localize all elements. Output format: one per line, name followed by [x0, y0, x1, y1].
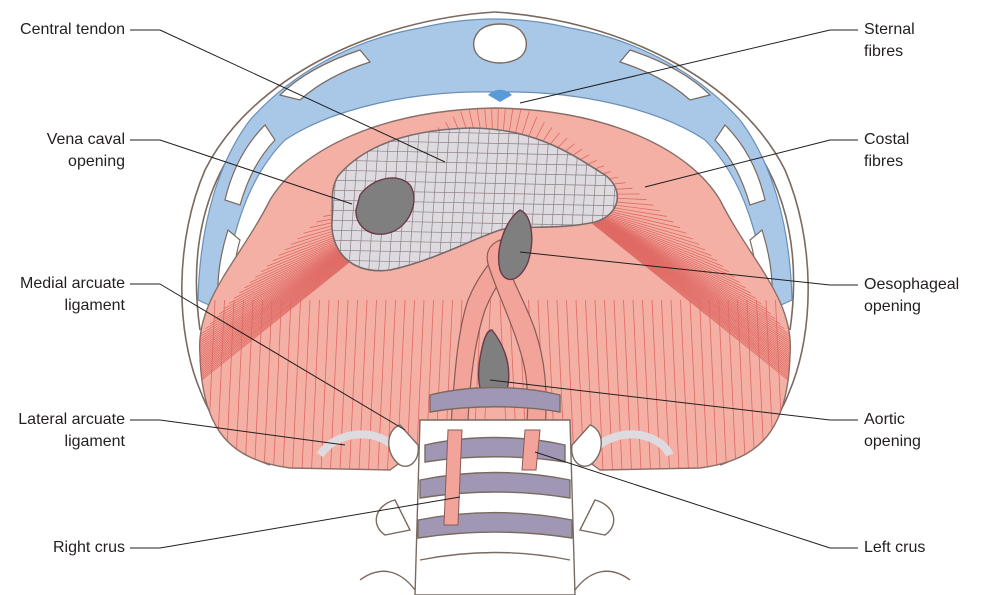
label-costal-fibres: Costal fibres: [864, 129, 909, 173]
label-vena-caval-line2: opening: [47, 151, 125, 173]
label-aortic-line1: Aortic: [864, 409, 921, 431]
label-left-crus: Left crus: [864, 537, 925, 559]
label-sternal-fibres: Sternal fibres: [864, 19, 915, 63]
label-left-crus-line1: Left crus: [864, 537, 925, 559]
label-aortic-opening: Aortic opening: [864, 409, 921, 453]
label-central-tendon-line1: Central tendon: [20, 19, 125, 41]
label-lateral-arcuate-line2: ligament: [18, 431, 125, 453]
label-central-tendon: Central tendon: [20, 19, 125, 41]
xiphoid-process: [474, 24, 527, 63]
label-medial-arcuate-line1: Medial arcuate: [20, 273, 125, 295]
label-lateral-arcuate-line1: Lateral arcuate: [18, 409, 125, 431]
label-oesophageal-line1: Oesophageal: [864, 274, 959, 296]
label-costal-line2: fibres: [864, 151, 909, 173]
label-lateral-arcuate-ligament: Lateral arcuate ligament: [18, 409, 125, 453]
label-aortic-line2: opening: [864, 431, 921, 453]
label-costal-line1: Costal: [864, 129, 909, 151]
label-vena-caval-opening: Vena caval opening: [47, 129, 125, 173]
label-oesophageal-opening: Oesophageal opening: [864, 274, 959, 318]
label-oesophageal-line2: opening: [864, 296, 959, 318]
label-sternal-line2: fibres: [864, 41, 915, 63]
label-medial-arcuate-ligament: Medial arcuate ligament: [20, 273, 125, 317]
label-sternal-line1: Sternal: [864, 19, 915, 41]
label-right-crus-line1: Right crus: [53, 537, 125, 559]
label-right-crus: Right crus: [53, 537, 125, 559]
label-vena-caval-line1: Vena caval: [47, 129, 125, 151]
label-medial-arcuate-line2: ligament: [20, 295, 125, 317]
